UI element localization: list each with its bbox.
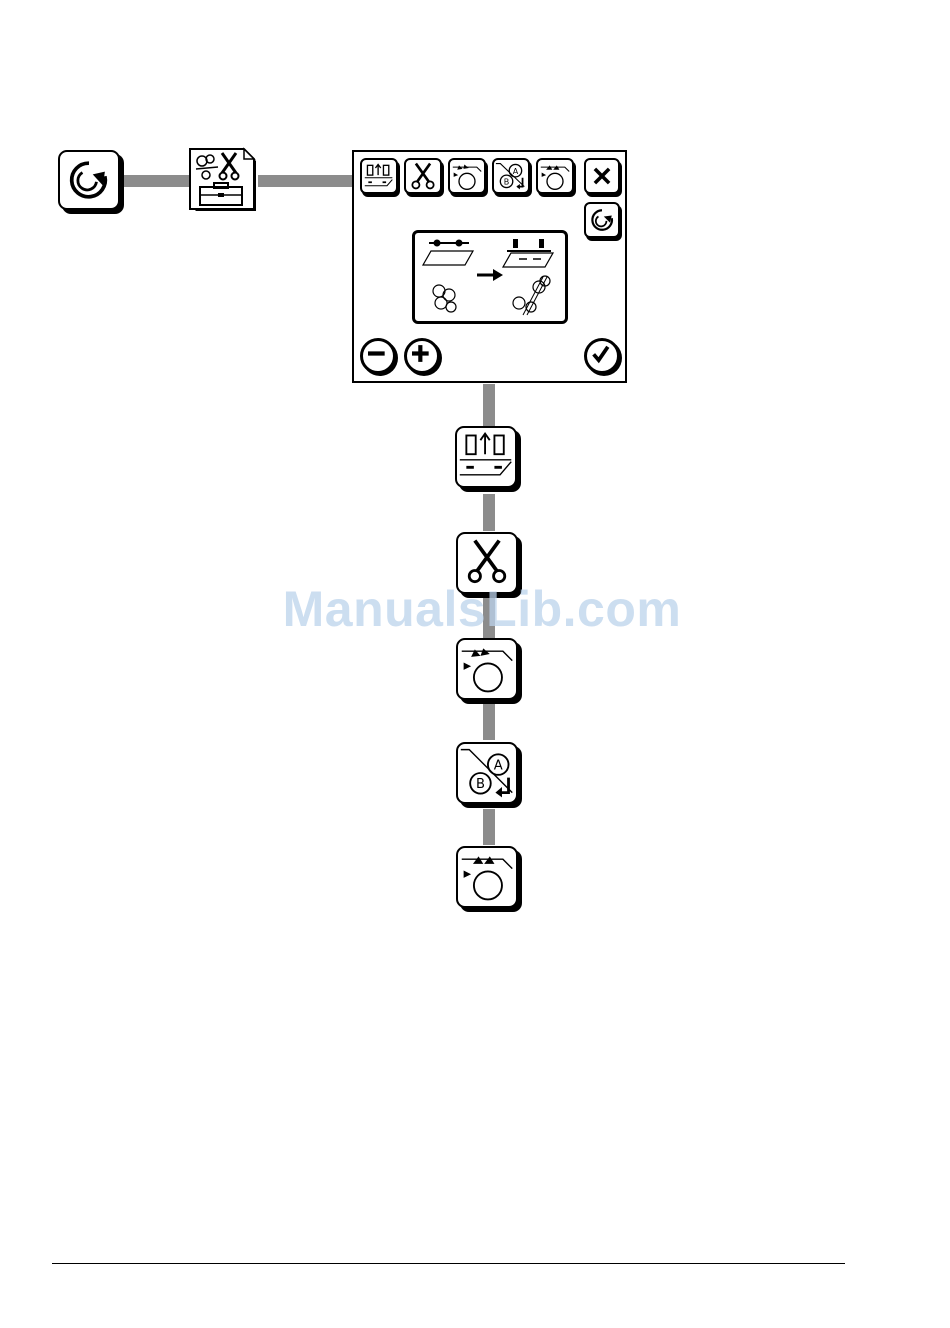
feed-direction-button[interactable]: [448, 158, 486, 194]
checkmark-icon: [587, 341, 617, 371]
thread-cut-button[interactable]: [404, 158, 442, 194]
upper-feed-button[interactable]: [536, 158, 574, 194]
ab-label-b-small: B: [504, 177, 510, 186]
tools-document-icon[interactable]: [188, 147, 260, 215]
chain-ab-swap-button[interactable]: A B: [456, 742, 518, 804]
seam-gap-icon: [457, 428, 515, 486]
rotate-screen-button[interactable]: [584, 202, 620, 238]
feed-preview-illustration: [415, 233, 565, 321]
close-icon: [586, 160, 618, 192]
machine-settings-screen: A B: [352, 150, 627, 383]
ab-swap-icon: A B: [458, 744, 516, 802]
connector-chain-1-2: [483, 494, 495, 531]
close-button[interactable]: [584, 158, 620, 194]
chain-seam-gap-button[interactable]: [455, 426, 517, 488]
ab-label-a-small: A: [513, 167, 519, 176]
rotate-arrow-icon: [60, 152, 118, 208]
seam-gap-icon: [362, 160, 396, 192]
ab-swap-button[interactable]: A B: [492, 158, 530, 194]
confirm-button[interactable]: [584, 338, 620, 374]
watermark: ManualsLib.com: [0, 580, 950, 638]
start-rotate-button[interactable]: [58, 150, 120, 210]
connector-screen-to-chain: [483, 384, 495, 428]
plus-icon: [407, 341, 437, 371]
feed-direction-icon: [458, 640, 516, 698]
seam-gap-button[interactable]: [360, 158, 398, 194]
decrease-button[interactable]: [360, 338, 396, 374]
minus-icon: [363, 341, 393, 371]
footer-rule: [52, 1263, 845, 1264]
chain-feed-direction-button[interactable]: [456, 638, 518, 700]
chain-upper-feed-button[interactable]: [456, 846, 518, 908]
increase-button[interactable]: [404, 338, 440, 374]
connector-start-to-document: [124, 175, 190, 187]
ab-label-b: B: [476, 777, 485, 792]
rotate-arrow-icon: [586, 204, 618, 236]
upper-feed-icon: [538, 160, 572, 192]
connector-chain-4-5: [483, 809, 495, 845]
feed-preview-panel: [412, 230, 568, 324]
upper-feed-icon: [458, 848, 516, 906]
scissors-icon: [406, 160, 440, 192]
ab-swap-icon: A B: [494, 160, 528, 192]
connector-chain-3-4: [483, 704, 495, 740]
feed-direction-icon: [450, 160, 484, 192]
connector-document-to-screen: [258, 175, 352, 187]
ab-label-a: A: [494, 758, 503, 773]
